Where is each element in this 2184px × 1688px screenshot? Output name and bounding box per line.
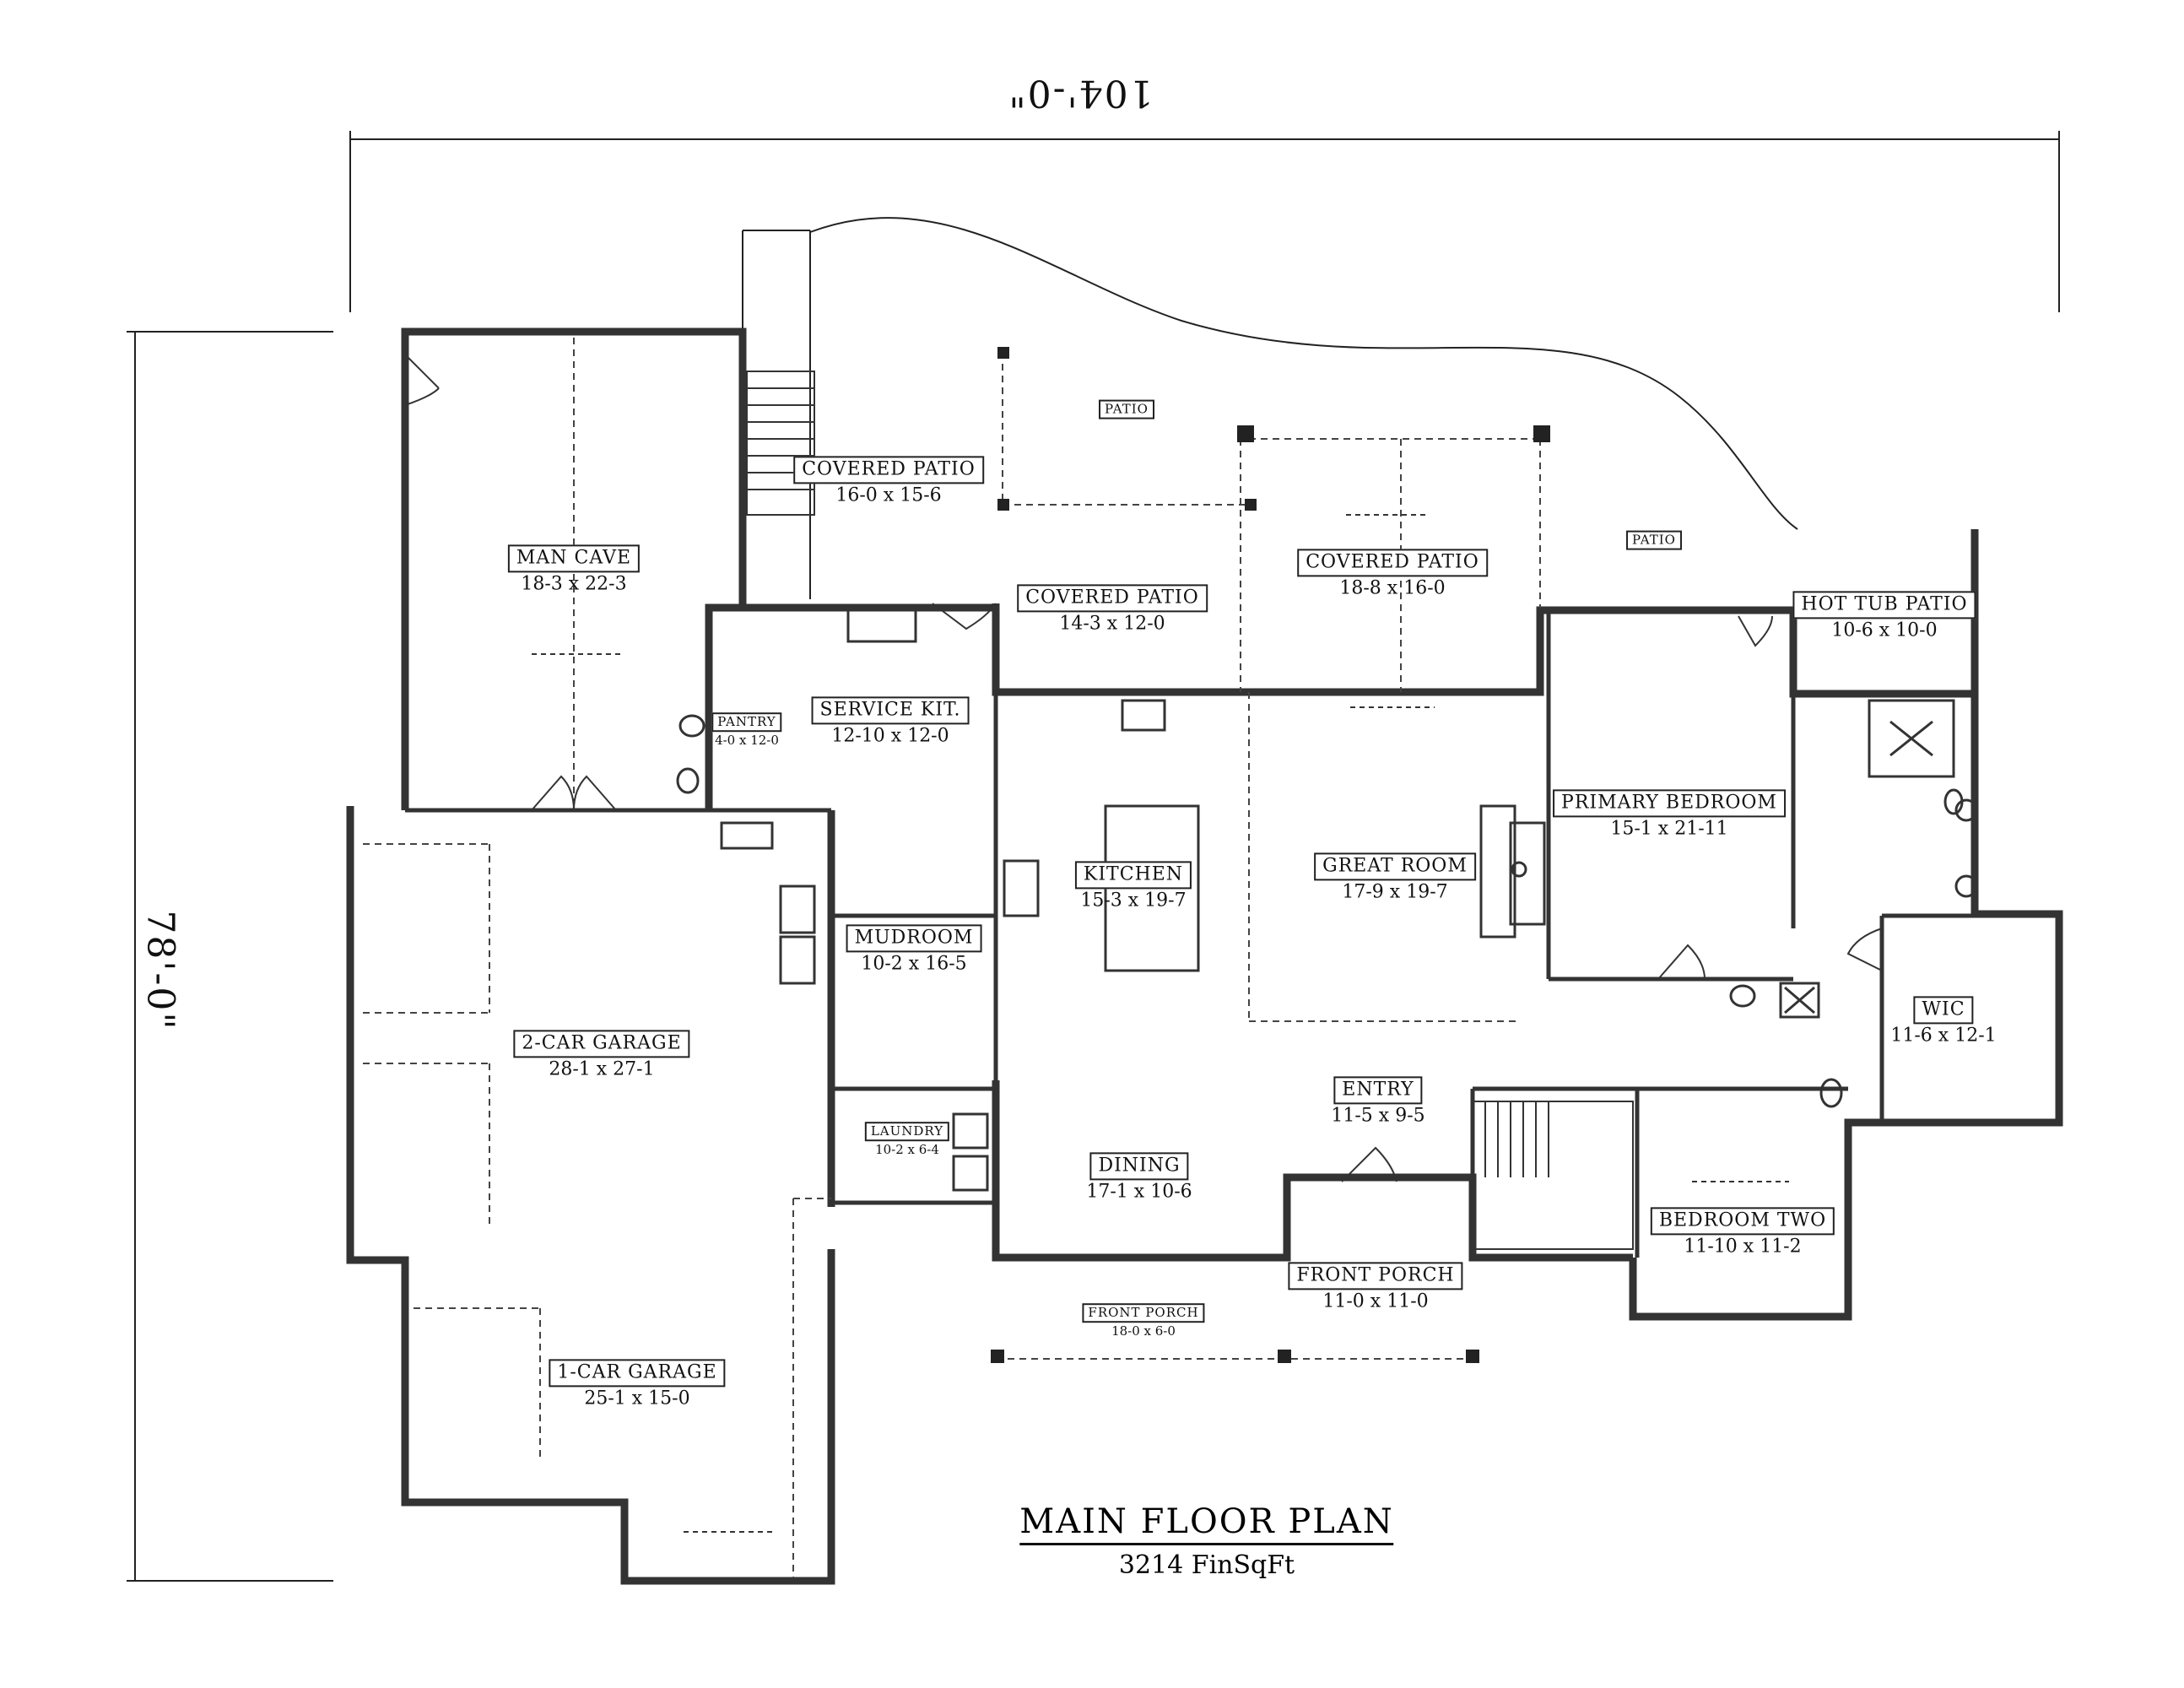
- vanity-sink-2: [1954, 874, 1978, 898]
- mudroom-bench-2: [779, 935, 816, 985]
- half-bath-toilet: [676, 767, 700, 794]
- cooktop: [1003, 859, 1040, 917]
- room-patio-2: PATIO: [1626, 530, 1682, 550]
- kitchen-sink: [1121, 699, 1166, 732]
- washer: [952, 1112, 989, 1150]
- linen-closet: [1779, 982, 1820, 1019]
- man-cave-walls: [401, 327, 747, 810]
- main-north-wall: [992, 529, 1979, 698]
- plan-title: MAIN FLOOR PLAN: [1019, 1502, 1394, 1545]
- porch-columns: [991, 347, 1550, 1363]
- overall-depth: 78'-0": [138, 910, 182, 1031]
- depth-dimension-line: [127, 331, 333, 1582]
- vanity-sink-1: [1954, 798, 1978, 822]
- hearth: [1509, 821, 1546, 926]
- south-walls: [992, 1080, 1633, 1262]
- room-service-kit: SERVICE KIT.12-10 x 12-0: [811, 696, 970, 746]
- fireplace-icon: [1511, 861, 1527, 878]
- hall-sink: [1729, 984, 1756, 1008]
- garage-sink: [720, 821, 774, 850]
- shower: [1868, 699, 1955, 778]
- mudroom-bench-1: [779, 885, 816, 934]
- width-dimension-line: [349, 131, 2060, 312]
- plan-area: 3214 FinSqFt: [1118, 1550, 1295, 1580]
- service-sink: [846, 606, 917, 643]
- stairs: [746, 371, 1634, 1250]
- garage-west-wall: [346, 806, 835, 1585]
- door-swings: [404, 354, 1883, 1182]
- fireplace: [1479, 804, 1516, 939]
- plan-title-block: MAIN FLOOR PLAN 3214 FinSqFt: [1019, 1502, 1394, 1580]
- hall-toilet: [1819, 1078, 1843, 1108]
- room-patio-1: PATIO: [1099, 399, 1154, 419]
- patio-curve: [809, 217, 1798, 530]
- dryer: [952, 1155, 989, 1192]
- overall-width: 104'-0": [1007, 71, 1154, 115]
- half-bath-sink: [678, 714, 705, 738]
